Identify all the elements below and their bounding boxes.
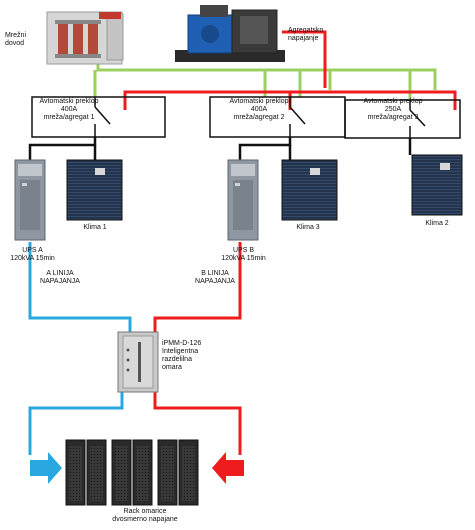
pdu-cabinet-icon [117,331,159,393]
server-rack-icon [86,439,107,506]
ups-a-label: UPS A 120kVA 15min [10,247,55,262]
klima-3-label: Klima 3 [296,224,320,231]
hvac-unit-icon [411,154,463,216]
line-a-label: A LINIJA NAPAJANJA [40,270,80,285]
ups-icon [14,159,46,241]
generator-icon [175,5,285,62]
circuit-b-line [153,242,242,455]
server-rack-icon [157,439,178,506]
server-racks [65,439,199,506]
ups-icon [227,159,259,241]
feed-a-arrow [30,452,62,484]
generator-label: Agregatsko napajanje [288,27,324,42]
pdu-label: iPMM-D-126 Inteligentna razdelilna omara [162,340,202,371]
klima-2-label: Klima 2 [425,220,449,227]
racks-label: Rack omarice dvosmerno napajane [112,508,178,523]
ats-3-label: Avtomatski preklop 250A mreža/agregat 3 [363,98,423,121]
feed-b-arrow [212,452,244,484]
server-rack-icon [178,439,199,506]
hvac-unit-icon [66,159,123,221]
server-rack-icon [132,439,153,506]
ats-3 [344,99,461,139]
server-rack-icon [111,439,132,506]
klima-1-label: Klima 1 [83,224,107,231]
ats-1 [31,96,166,138]
mains-bus [93,60,437,100]
mains-label: Mrežni dovod [5,32,27,47]
ats-2-label: Avtomatski preklop 400A mreža/agregat 2 [229,98,289,121]
hvac-unit-icon [281,159,338,221]
ats-1-label: Avtomatski preklop 400A mreža/agregat 1 [39,98,99,121]
server-rack-icon [65,439,86,506]
circuit-a-line [28,242,132,455]
line-b-label: B LINIJA NAPAJANJA [195,270,235,285]
ups-b-label: UPS B 120kVA 15min [221,247,266,262]
transformer-icon [46,11,124,65]
ats-outputs [28,137,412,160]
